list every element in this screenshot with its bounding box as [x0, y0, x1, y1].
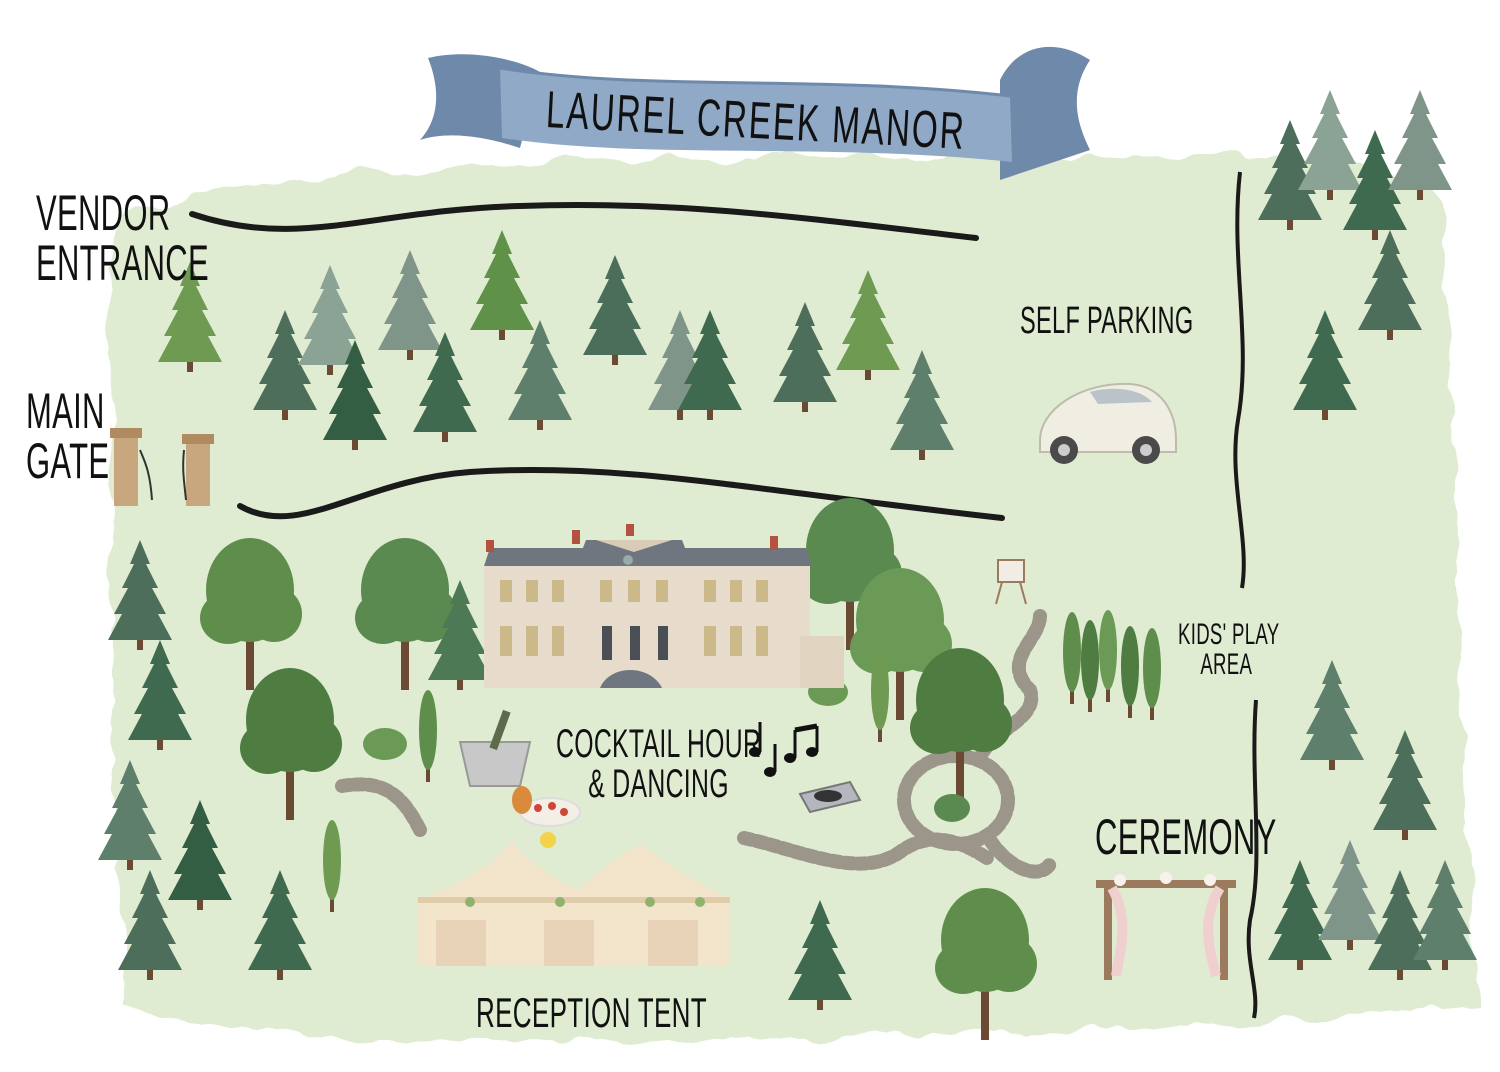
gate-pillar-icon: [110, 428, 214, 506]
appetizer-plate-icon: [512, 786, 581, 848]
welcome-sign-easel-icon: [995, 559, 1027, 605]
property-line-upper: [1233, 171, 1246, 589]
music-notes-icon: [749, 722, 819, 777]
reception-tent: [418, 840, 730, 966]
kids-play-line-1: KIDS' PLAY: [1178, 618, 1280, 651]
vendor-entrance-line-1: VENDOR: [36, 185, 171, 241]
main-gate-line-1: MAIN: [26, 383, 105, 439]
woodland-left: [98, 498, 1037, 1040]
main-gate-line-2: GATE: [26, 433, 110, 489]
reception-tent-label: RECEPTION TENT: [476, 992, 707, 1034]
kids-play-area-label: KIDS' PLAY AREA: [1178, 620, 1279, 680]
title-banner: LAUREL CREEK MANOR: [420, 46, 1090, 180]
property-line-lower: [1246, 699, 1259, 1019]
main-gate-label: MAIN GATE: [26, 386, 109, 486]
ceremony-arch-icon: [1096, 872, 1236, 980]
self-parking-text: SELF PARKING: [1020, 300, 1194, 342]
vendor-road: [189, 201, 979, 241]
ceremony-text: CEREMONY: [1095, 809, 1277, 865]
main-road: [237, 466, 1005, 521]
cocktail-line-2: & DANCING: [588, 762, 729, 806]
champagne-bucket-icon: [458, 709, 532, 787]
cocktail-line-1: COCKTAIL HOUR: [556, 722, 762, 766]
manor-house: [484, 524, 844, 688]
vendor-entrance-label: VENDOR ENTRANCE: [36, 188, 209, 288]
vendor-entrance-line-2: ENTRANCE: [36, 235, 209, 291]
ceremony-label: CEREMONY: [1095, 812, 1277, 862]
reception-tent-text: RECEPTION TENT: [476, 989, 708, 1036]
cocktail-hour-label: COCKTAIL HOUR & DANCING: [556, 724, 761, 804]
kids-play-line-2: AREA: [1200, 648, 1253, 681]
vintage-car-icon: [1039, 382, 1177, 464]
self-parking-label: SELF PARKING: [1020, 302, 1193, 340]
turntable-icon: [798, 780, 862, 814]
